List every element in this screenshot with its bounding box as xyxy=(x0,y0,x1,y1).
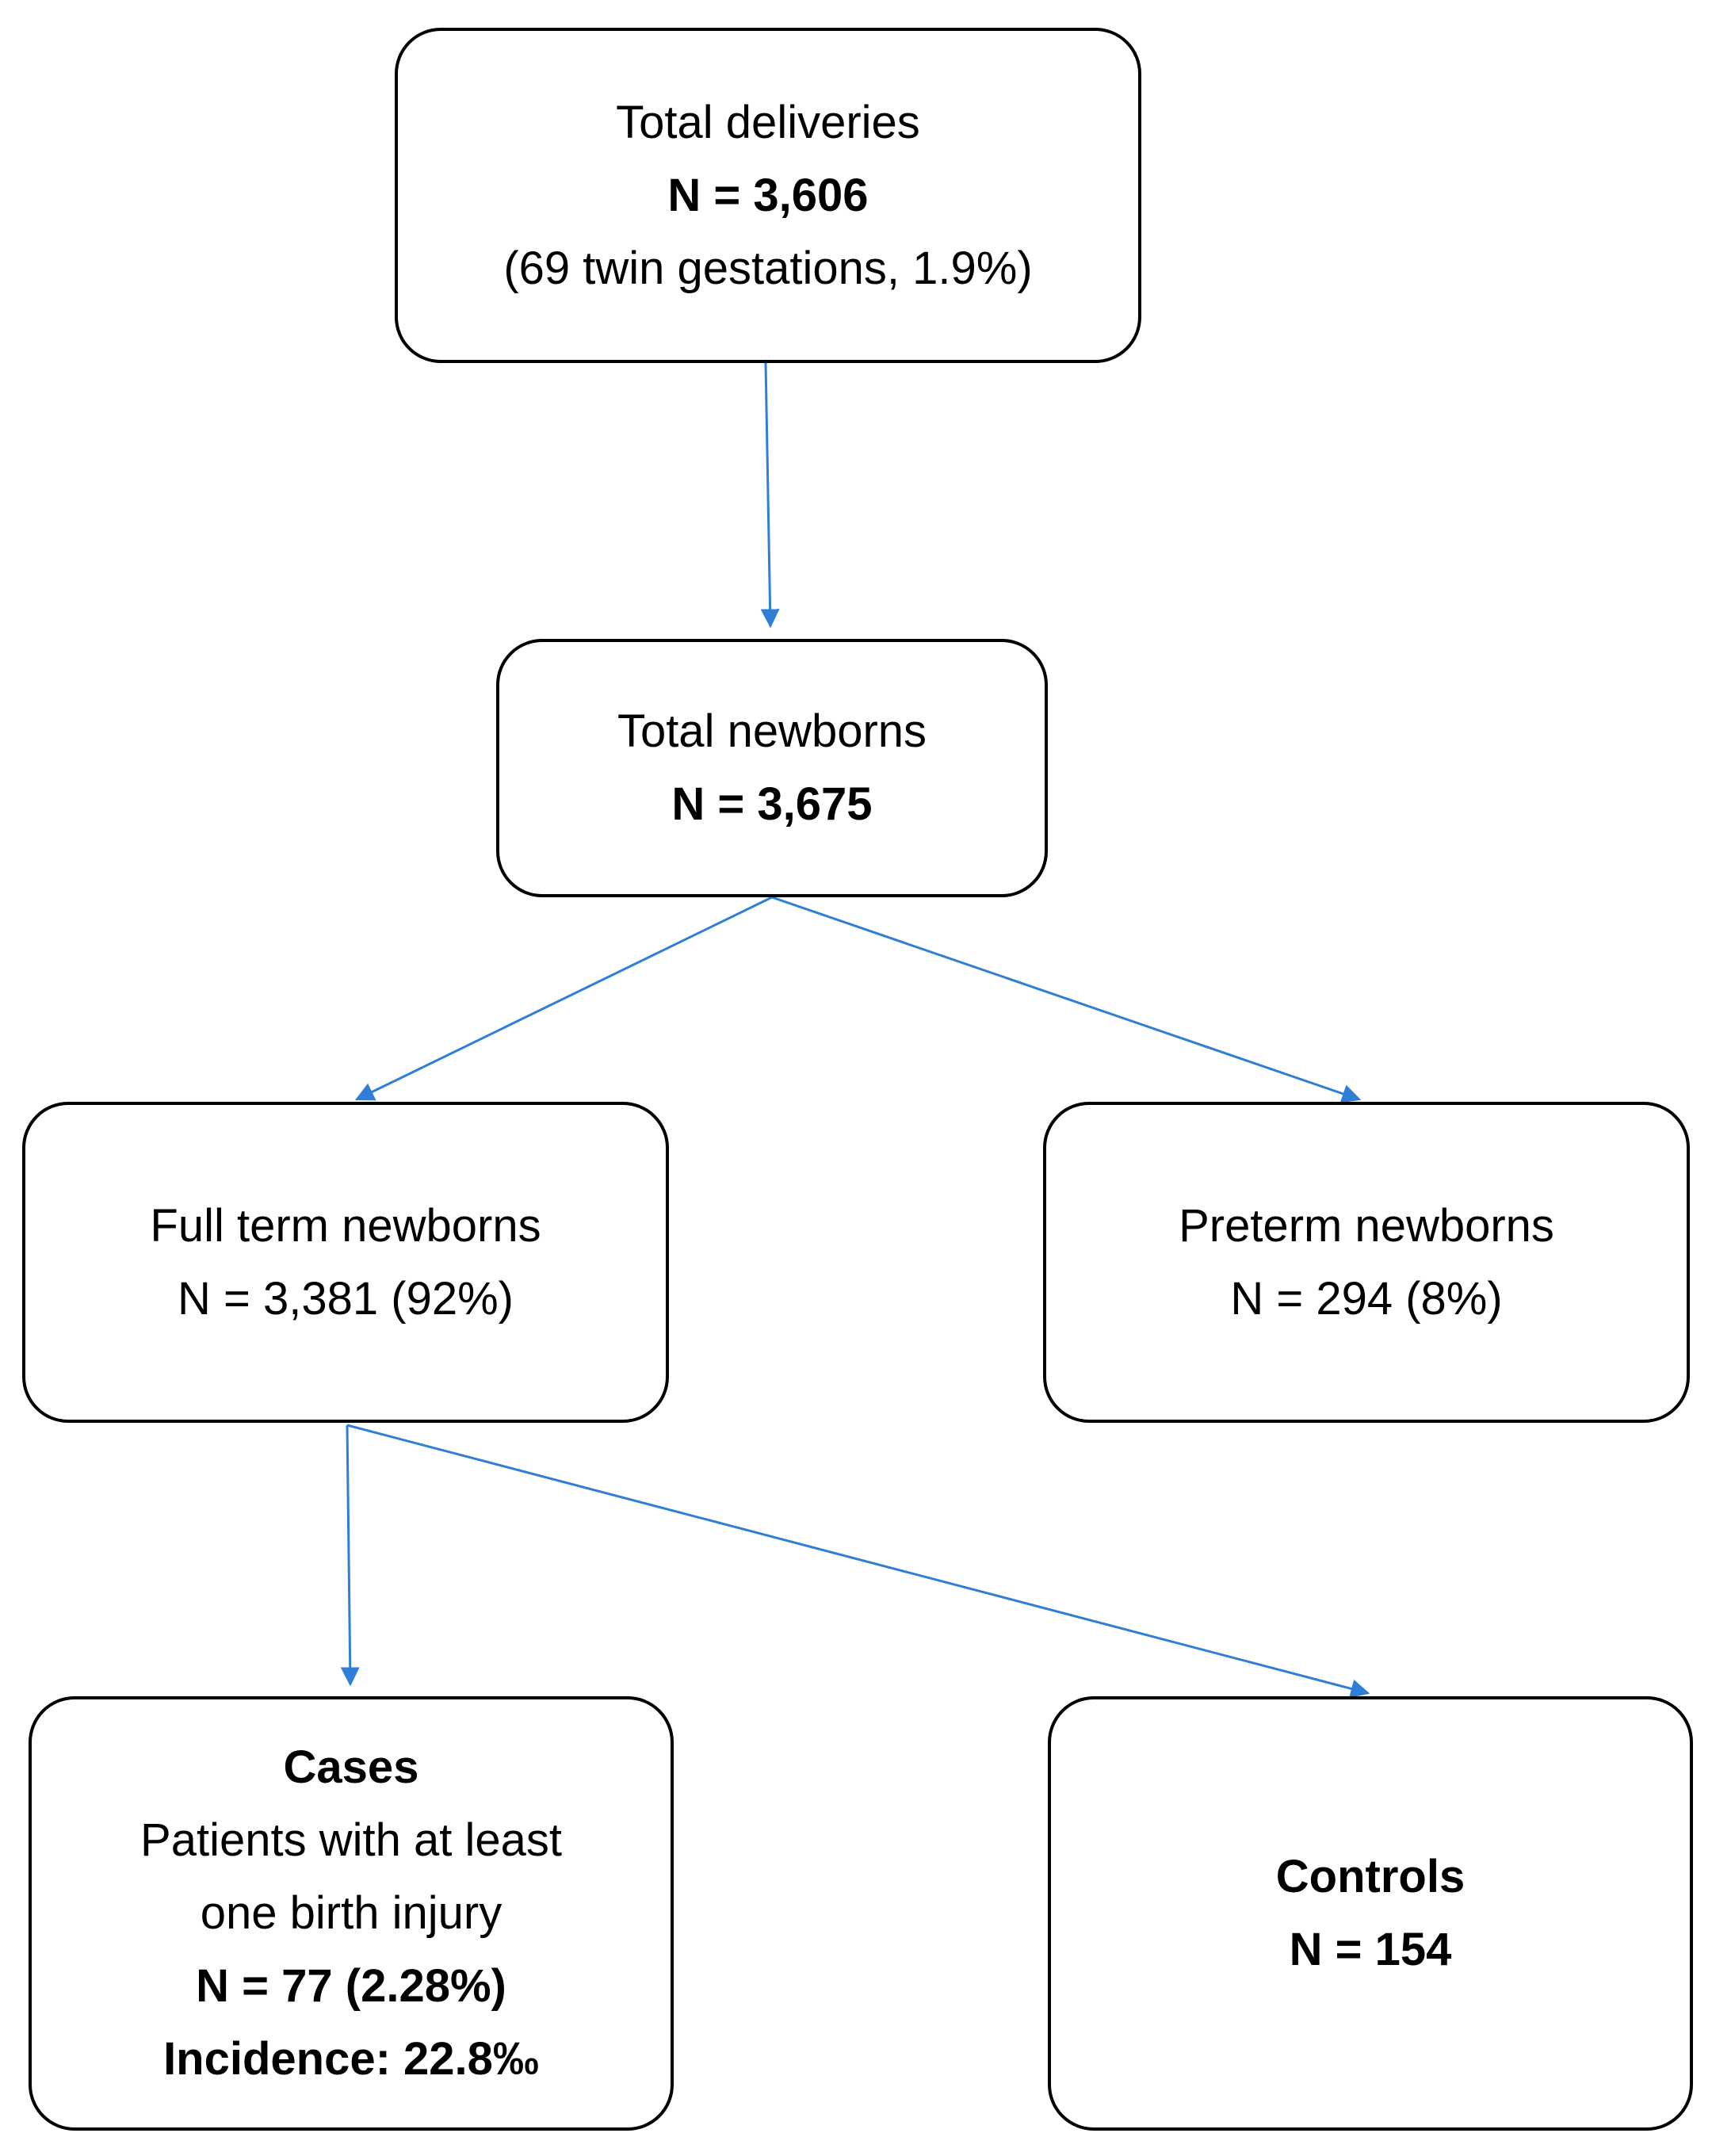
arrow-newborns-to-preterm xyxy=(771,896,1362,1103)
node-total-deliveries: Total deliveries N = 3,606 (69 twin gest… xyxy=(395,28,1141,363)
node-total-newborns: Total newborns N = 3,675 xyxy=(496,639,1048,897)
arrow-deliveries-to-newborns xyxy=(760,362,780,629)
arrow-fullterm-to-controls xyxy=(346,1424,1370,1699)
node-title: Cases xyxy=(283,1741,419,1793)
node-title: Total deliveries xyxy=(616,96,920,148)
node-incidence: Incidence: 22.8‰ xyxy=(163,2033,539,2085)
node-cases: Cases Patients with at least one birth i… xyxy=(29,1696,674,2131)
node-count: N = 77 (2.28%) xyxy=(196,1960,506,2012)
node-controls: Controls N = 154 xyxy=(1048,1696,1693,2131)
arrow-fullterm-to-cases xyxy=(340,1424,360,1687)
node-title: Full term newborns xyxy=(150,1199,541,1252)
node-count: N = 154 xyxy=(1289,1924,1452,1975)
arrow-newborns-to-fullterm xyxy=(354,896,773,1101)
node-preterm-newborns: Preterm newborns N = 294 (8%) xyxy=(1043,1102,1690,1423)
node-title: Preterm newborns xyxy=(1179,1199,1554,1252)
node-title: Controls xyxy=(1275,1851,1466,1902)
node-count: N = 294 (8%) xyxy=(1230,1272,1503,1325)
node-description-line-1: Patients with at least xyxy=(140,1814,562,1866)
node-count: N = 3,381 (92%) xyxy=(178,1272,514,1325)
node-title: Total newborns xyxy=(617,705,927,757)
node-note: (69 twin gestations, 1.9%) xyxy=(503,242,1033,294)
node-full-term-newborns: Full term newborns N = 3,381 (92%) xyxy=(22,1102,669,1423)
node-description-line-2: one birth injury xyxy=(200,1887,503,1939)
node-count: N = 3,606 xyxy=(667,169,869,221)
node-count: N = 3,675 xyxy=(671,778,873,830)
